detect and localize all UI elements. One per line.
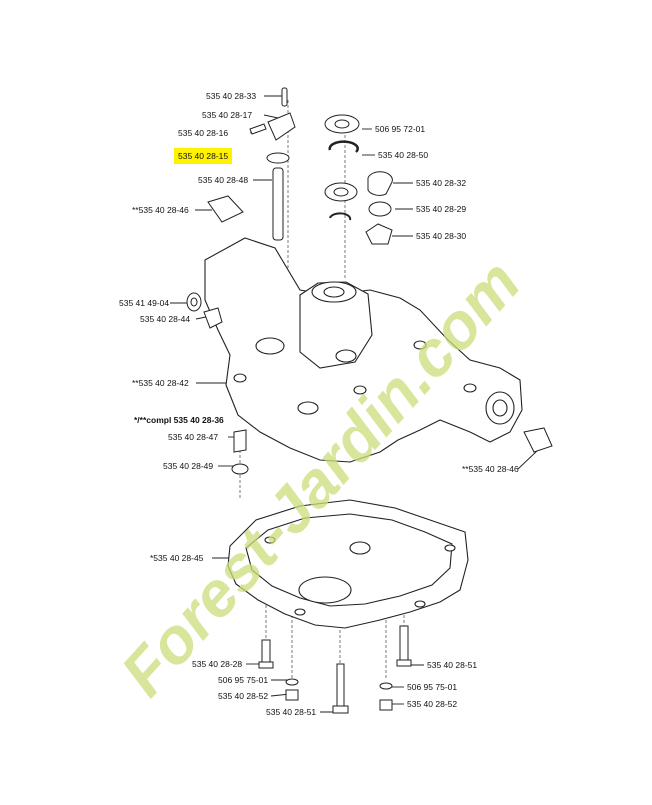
part-label-535-40-28-46-b: **535 40 28-46 bbox=[462, 464, 519, 474]
part-label-535-41-49-04: 535 41 49-04 bbox=[119, 298, 170, 308]
part-label-535-40-28-46-a: **535 40 28-46 bbox=[132, 205, 189, 215]
part-label-535-40-28-16: 535 40 28-16 bbox=[178, 128, 229, 138]
part-label-535-40-28-28: 535 40 28-28 bbox=[192, 659, 243, 669]
part-label-535-40-28-17: 535 40 28-17 bbox=[202, 110, 253, 120]
part-label-535-40-28-47: 535 40 28-47 bbox=[168, 432, 219, 442]
part-label-535-40-28-49: 535 40 28-49 bbox=[163, 461, 214, 471]
part-label-506-95-72-01: 506 95 72-01 bbox=[375, 124, 426, 134]
part-label-535-40-28-32: 535 40 28-32 bbox=[416, 178, 467, 188]
part-label-535-40-28-36: */**compl 535 40 28-36 bbox=[134, 415, 224, 425]
part-label-535-40-28-44: 535 40 28-44 bbox=[140, 314, 191, 324]
part-label-535-40-28-29: 535 40 28-29 bbox=[416, 204, 467, 214]
part-label-535-40-28-51-a: 535 40 28-51 bbox=[266, 707, 317, 717]
part-label-535-40-28-48: 535 40 28-48 bbox=[198, 175, 249, 185]
part-label-506-95-75-01-b: 506 95 75-01 bbox=[407, 682, 458, 692]
part-label-535-40-28-52-a: 535 40 28-52 bbox=[218, 691, 269, 701]
part-label-535-40-28-45: *535 40 28-45 bbox=[150, 553, 204, 563]
part-label-535-40-28-15-highlighted: 535 40 28-15 bbox=[174, 148, 233, 164]
part-label-535-40-28-51-b: 535 40 28-51 bbox=[427, 660, 478, 670]
part-label-535-40-28-50: 535 40 28-50 bbox=[378, 150, 429, 160]
part-label-535-40-28-42: **535 40 28-42 bbox=[132, 378, 189, 388]
part-label-535-40-28-33: 535 40 28-33 bbox=[206, 91, 257, 101]
part-label-506-95-75-01-a: 506 95 75-01 bbox=[218, 675, 269, 685]
part-label-535-40-28-52-b: 535 40 28-52 bbox=[407, 699, 458, 709]
part-label-535-40-28-30: 535 40 28-30 bbox=[416, 231, 467, 241]
